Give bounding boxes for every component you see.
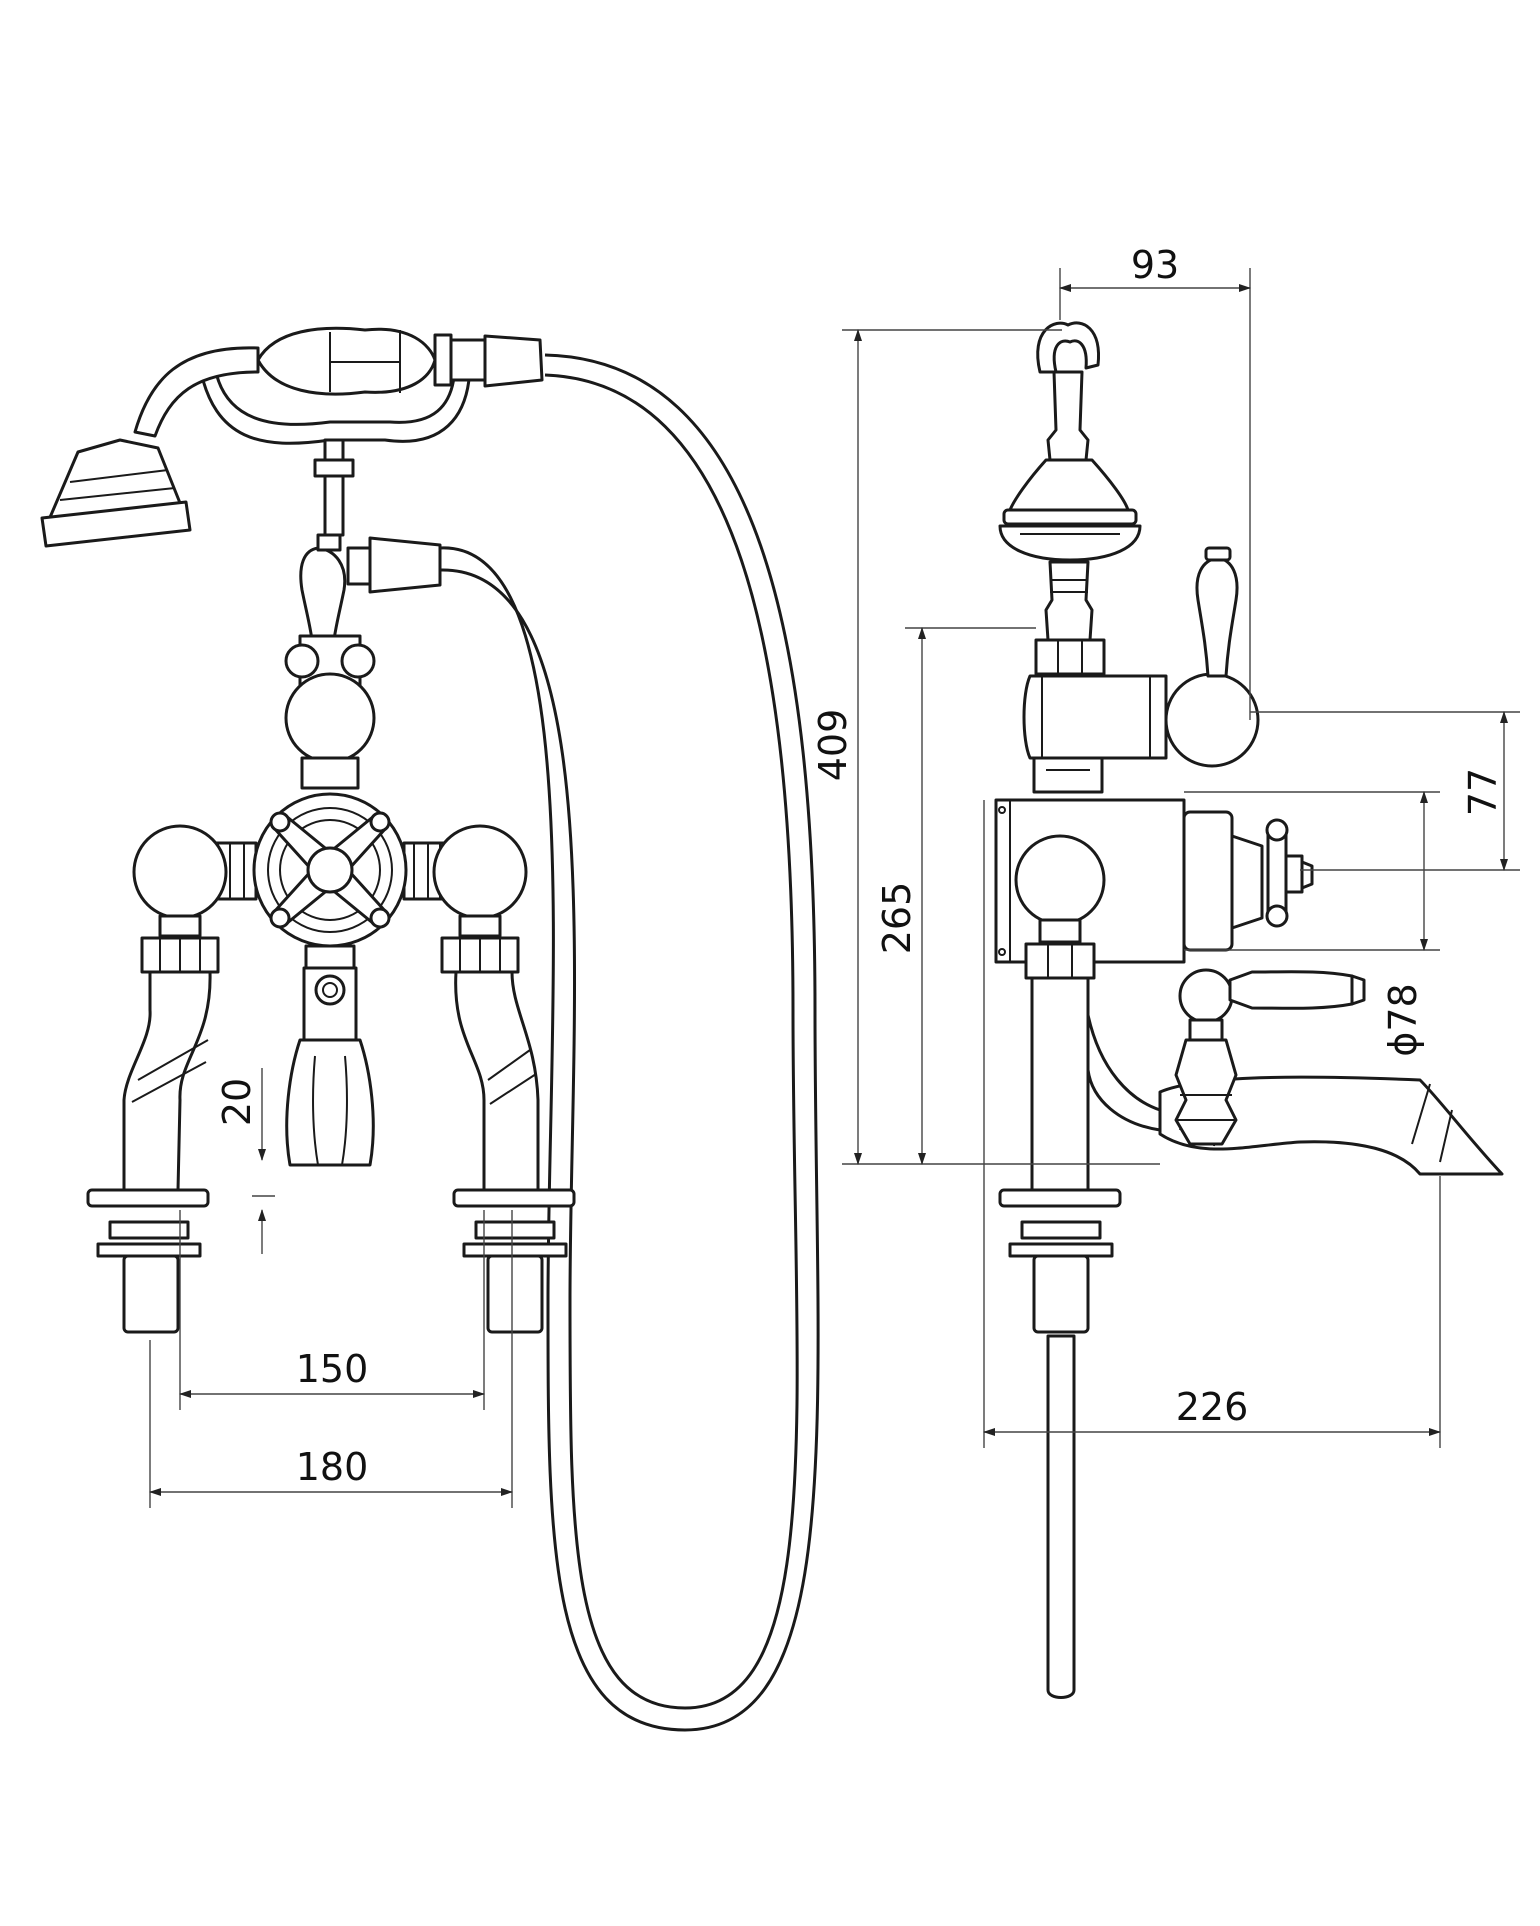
pillar-ball-right xyxy=(432,824,528,920)
handset-stem-side xyxy=(1046,370,1090,462)
hose-down-side xyxy=(1046,1334,1076,1699)
shower-hose-inner xyxy=(439,373,799,1710)
handset-collar-right xyxy=(433,333,453,387)
dim-78-label: ϕ78 xyxy=(1381,983,1425,1056)
spout-arm-side xyxy=(1086,1013,1162,1132)
pillar-ball-side xyxy=(1014,834,1106,926)
dim-226-label: 226 xyxy=(1176,1385,1249,1429)
shower-rose xyxy=(40,500,192,548)
hose-connector-top xyxy=(483,334,544,388)
dim-409-label: 409 xyxy=(811,709,855,782)
flange-right xyxy=(452,1188,576,1208)
dim-93-label: 93 xyxy=(1131,243,1179,287)
pillar-ball-left xyxy=(132,824,228,920)
hose-connector-lower xyxy=(368,536,442,594)
pillar-nut-side xyxy=(1024,942,1096,980)
hook xyxy=(1036,321,1100,374)
flange-left xyxy=(86,1188,210,1208)
dimensions: 93 409 265 77 ϕ78 20 150 180 xyxy=(149,243,1520,1508)
shower-head-side xyxy=(1008,458,1130,512)
handset-neck xyxy=(133,346,260,438)
diverter-lever-side xyxy=(1195,556,1239,678)
diverter-body-side xyxy=(1022,674,1168,760)
tail-right xyxy=(486,1254,544,1334)
front-view xyxy=(40,326,820,1732)
spout-valve-side xyxy=(1174,1038,1238,1146)
diverter-knob-side xyxy=(1164,672,1260,768)
side-view xyxy=(994,321,1504,1699)
pillar-leg-side xyxy=(1030,976,1090,1192)
dim-77-label: 77 xyxy=(1461,768,1505,816)
spout-valve-ball xyxy=(1178,968,1234,1024)
spout-front xyxy=(285,1038,375,1167)
diverter-lever xyxy=(299,546,347,642)
pillar-leg-left xyxy=(122,970,212,1192)
dim-180-label: 180 xyxy=(296,1445,369,1489)
cradle-stem xyxy=(323,438,345,537)
diverter-ball xyxy=(284,672,376,764)
dim-150-label: 150 xyxy=(296,1347,369,1391)
shower-hose-outer xyxy=(439,353,820,1732)
bath-spout-side xyxy=(1158,1075,1504,1176)
dim-265-label: 265 xyxy=(875,882,919,955)
tail-left xyxy=(122,1254,180,1334)
diverter-nut-side xyxy=(1034,638,1106,676)
tail-side xyxy=(1032,1254,1090,1334)
dim-20-label: 20 xyxy=(215,1078,259,1126)
flange-side xyxy=(998,1188,1122,1208)
thermostat-cap-side xyxy=(1182,810,1234,952)
shower-rose-side xyxy=(998,524,1142,562)
spout-lever-side xyxy=(1228,970,1361,1010)
